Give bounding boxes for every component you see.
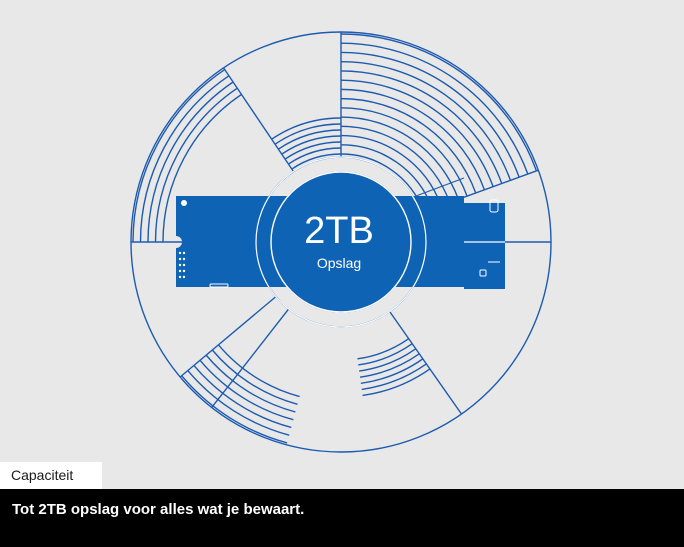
screw-hole: [181, 200, 187, 206]
wheel-arc: [217, 344, 300, 398]
wheel-arc: [340, 116, 460, 200]
wheel-arc: [340, 97, 477, 194]
wheel-arc: [274, 123, 342, 145]
wheel-arc: [357, 338, 410, 360]
wheel-spoke: [179, 296, 277, 378]
wheel-arc: [288, 147, 342, 165]
capacity-disc: [270, 171, 412, 313]
wheel-arc: [205, 354, 296, 413]
wheel-arc: [291, 153, 342, 170]
wheel-arc: [340, 70, 503, 184]
wheel-spoke: [389, 311, 463, 415]
wheel-arc: [340, 42, 529, 175]
wheel-arc: [139, 75, 230, 243]
wheel-spoke: [211, 308, 290, 408]
wheel-arc: [340, 51, 520, 178]
wheel-arc: [211, 349, 298, 405]
wheel-arc: [187, 370, 290, 436]
wheel-arc: [340, 33, 538, 172]
capacity-value: 2TB: [304, 210, 374, 252]
wheel-arc: [340, 144, 434, 209]
mid-ring-overlay: [255, 156, 427, 328]
wheel-arc: [147, 81, 234, 243]
wheel-arc: [358, 343, 413, 366]
wheel-arcs: [132, 33, 538, 444]
wheel-spoke: [222, 67, 295, 172]
wheel-arc: [284, 141, 342, 160]
wheel-arc: [132, 68, 226, 243]
spoke-overlay: [415, 177, 465, 197]
wheel-arc: [359, 348, 417, 372]
wheel-arc: [362, 368, 431, 397]
ssd-board: 2TB Opslag: [176, 156, 505, 328]
wheel-arc: [271, 117, 342, 140]
wheel-arc: [340, 134, 442, 206]
caption-tag: Capaciteit: [0, 462, 102, 489]
contact-dots: [178, 251, 186, 279]
wheel-arc: [360, 358, 424, 384]
wheel-arc: [162, 93, 242, 243]
wheel-arc: [281, 135, 342, 155]
connector-pins: [209, 199, 500, 288]
wheel-arc: [154, 87, 238, 243]
caption-text: Tot 2TB opslag voor alles wat je bewaart…: [0, 489, 684, 547]
wheel-arc: [340, 60, 512, 181]
wheel-arc: [340, 107, 468, 197]
wheel-arc: [340, 79, 494, 187]
wheel-arc: [359, 353, 420, 378]
wheel-arc: [181, 375, 288, 444]
wheel-arc: [361, 363, 427, 391]
wheel-arc: [199, 359, 294, 421]
wheel-arc: [277, 129, 342, 150]
wheel-arc: [193, 364, 292, 429]
capacity-label: Opslag: [317, 255, 361, 271]
wheel-arc: [340, 88, 486, 191]
